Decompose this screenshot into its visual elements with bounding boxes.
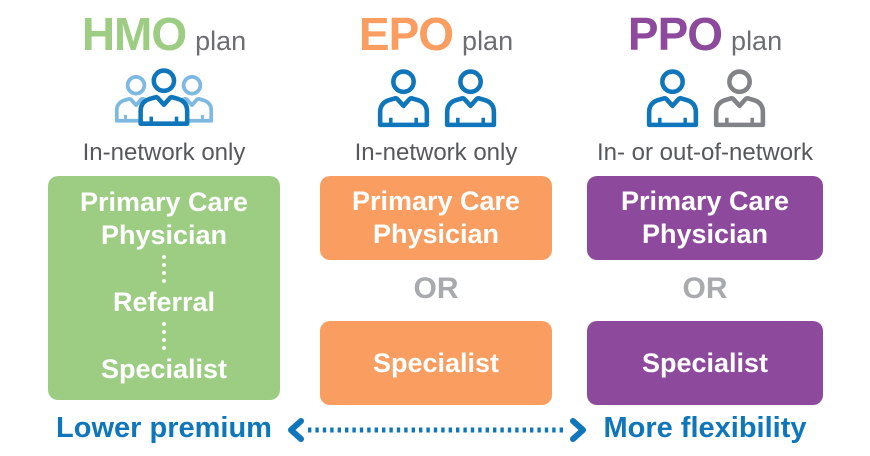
ppo-or-label: OR (682, 271, 728, 305)
hmo-column: HMO plan In-network only Primary Care Ph… (48, 10, 280, 400)
tradeoff-arrow (286, 417, 588, 443)
dotted-connector (162, 322, 166, 350)
epo-network-label: In-network only (354, 139, 518, 166)
epo-plan-word: plan (462, 26, 514, 56)
three-people-icon (114, 66, 214, 130)
ppo-title: PPO plan (628, 10, 782, 58)
epo-icon-row (371, 60, 501, 130)
epo-column: EPO plan In-network only Primary Care Ph… (320, 10, 552, 405)
hmo-plan-word: plan (195, 26, 247, 56)
ppo-specialist-box: Specialist (587, 321, 823, 405)
in-and-out-of-network-people-icon (640, 68, 770, 130)
dotted-connector (162, 255, 166, 283)
hmo-step-specialist: Specialist (100, 354, 228, 384)
more-flexibility-label: More flexibility (603, 412, 807, 444)
ppo-icon-row (640, 60, 770, 130)
hmo-network-label: In-network only (82, 139, 246, 166)
ppo-acronym: PPO (627, 8, 723, 60)
epo-or-label: OR (413, 271, 459, 305)
hmo-flow-box: Primary Care Physician Referral Speciali… (48, 176, 280, 400)
hmo-step-referral: Referral (112, 287, 216, 317)
double-headed-dotted-arrow-icon (288, 418, 586, 442)
two-people-icon (371, 68, 501, 130)
hmo-step-primary-care: Primary Care Physician (79, 187, 249, 250)
ppo-column: PPO plan In- or out-of-network Primary C… (587, 10, 823, 405)
epo-primary-care-box: Primary Care Physician (320, 176, 552, 260)
ppo-primary-care-box: Primary Care Physician (587, 176, 823, 260)
epo-title: EPO plan (359, 10, 513, 58)
hmo-icon-row (109, 60, 219, 130)
epo-specialist-box: Specialist (320, 321, 552, 405)
hmo-title: HMO plan (82, 10, 246, 58)
epo-acronym: EPO (358, 8, 454, 60)
hmo-acronym: HMO (81, 8, 187, 60)
ppo-network-label: In- or out-of-network (596, 139, 814, 166)
ppo-plan-word: plan (731, 26, 783, 56)
lower-premium-label: Lower premium (56, 412, 272, 444)
